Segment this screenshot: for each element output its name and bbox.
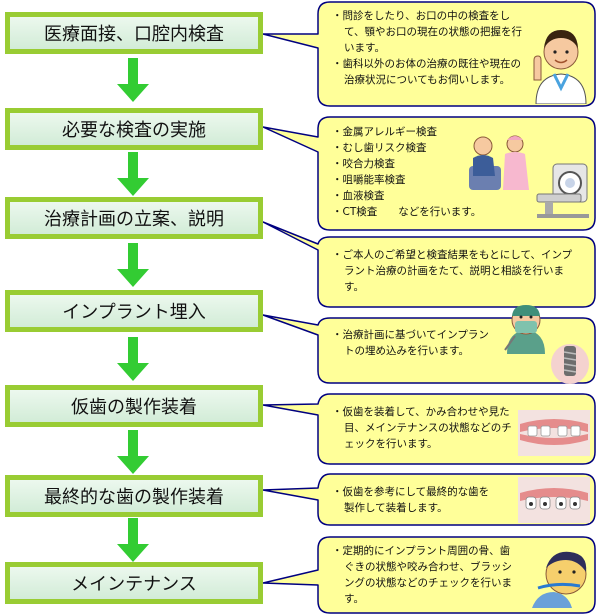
note-item: ・仮歯を参考にして最終的な歯を製作して装着します。	[332, 486, 490, 514]
note-item: ・定期的にインプラント周囲の骨、歯ぐきの状態や咬み合わせ、ブラッシングの状態など…	[332, 545, 512, 605]
callout-bubble	[262, 221, 596, 308]
step-maintenance: メインテナンス	[5, 562, 263, 604]
note-item: ・咬合力検査	[332, 158, 395, 170]
down-arrow-icon	[117, 337, 149, 381]
callout-bubble	[262, 1, 596, 107]
callout-layer	[262, 1, 596, 614]
note-item: ・CT検査 などを行います。	[332, 206, 482, 218]
note-7: ・定期的にインプラント周囲の骨、歯ぐきの状態や咬み合わせ、ブラッシングの状態など…	[332, 543, 517, 607]
note-item: ・むし歯リスク検査	[332, 142, 427, 154]
patient-nurse-illustration	[469, 135, 529, 190]
note-item: ・ご本人のご希望と検査結果をもとにして、インプラント治療の計画をたて、説明と相談…	[332, 249, 573, 293]
brushing-illustration	[532, 551, 587, 608]
dentist-illustration	[533, 30, 587, 104]
note-6: ・仮歯を参考にして最終的な歯を製作して装着します。	[332, 484, 492, 516]
note-3: ・ご本人のご希望と検査結果をもとにして、インプラント治療の計画をたて、説明と相談…	[332, 247, 577, 295]
step-label: 最終的な歯の製作装着	[44, 487, 224, 508]
step-final-teeth: 最終的な歯の製作装着	[5, 475, 263, 517]
down-arrow-icon	[117, 243, 149, 287]
note-item: ・治療計画に基づいてインプラントの埋め込みを行います。	[332, 329, 489, 357]
ct-scanner-illustration	[536, 163, 589, 218]
step-medical-interview: 医療面接、口腔内検査	[5, 12, 263, 54]
implant-illustration	[551, 344, 589, 384]
down-arrow-icon	[117, 58, 149, 102]
step-label: 医療面接、口腔内検査	[44, 24, 224, 45]
note-4: ・治療計画に基づいてインプラントの埋め込みを行います。	[332, 327, 492, 359]
surgeon-illustration	[504, 305, 545, 354]
note-item: ・問診をしたり、お口の中の検査をして、顎やお口の現在の状態の把握を行います。	[332, 10, 522, 54]
note-item: ・金属アレルギー検査	[332, 126, 437, 138]
note-1: ・問診をしたり、お口の中の検査をして、顎やお口の現在の状態の把握を行います。 ・…	[332, 8, 522, 88]
note-item: ・咀嚼能率検査	[332, 174, 406, 186]
note-item: ・血液検査	[332, 190, 385, 202]
step-treatment-plan: 治療計画の立案、説明	[5, 197, 263, 239]
step-label: メインテナンス	[71, 574, 197, 595]
step-temporary-teeth: 仮歯の製作装着	[5, 385, 263, 427]
step-label: 治療計画の立案、説明	[44, 209, 224, 230]
callout-bubble	[262, 393, 596, 465]
step-label: 仮歯の製作装着	[71, 397, 197, 418]
note-2: ・金属アレルギー検査 ・むし歯リスク検査 ・咬合力検査 ・咀嚼能率検査 ・血液検…	[332, 124, 482, 220]
down-arrow-icon	[117, 430, 149, 474]
step-label: インプラント埋入	[62, 302, 206, 323]
callout-bubble	[262, 536, 596, 614]
callout-bubble	[262, 314, 596, 384]
final-teeth-illustration	[518, 477, 590, 523]
note-5: ・仮歯を装着して、かみ合わせや見た目、メインテナンスの状態などのチェックを行いま…	[332, 404, 512, 452]
callout-bubble	[262, 473, 596, 526]
down-arrow-icon	[117, 152, 149, 196]
step-examinations: 必要な検査の実施	[5, 108, 263, 150]
temporary-teeth-illustration	[518, 410, 590, 456]
step-label: 必要な検査の実施	[62, 120, 206, 141]
note-item: ・歯科以外のお体の治療の既往や現在の治療状況についてもお伺いします。	[332, 58, 521, 86]
step-implant-placement: インプラント埋入	[5, 290, 263, 332]
down-arrow-icon	[117, 518, 149, 562]
note-item: ・仮歯を装着して、かみ合わせや見た目、メインテナンスの状態などのチェックを行いま…	[332, 406, 512, 450]
